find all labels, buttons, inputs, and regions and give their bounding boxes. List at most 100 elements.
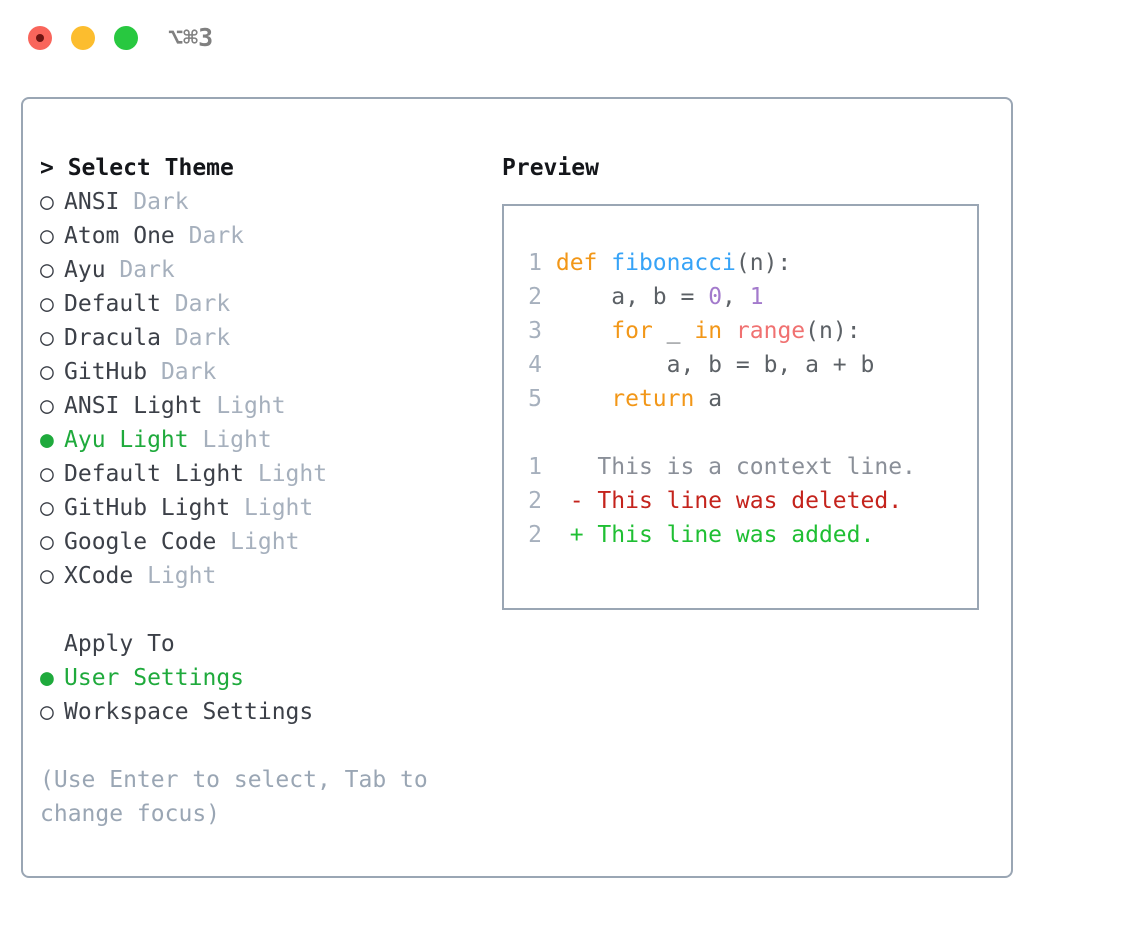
apply-to-header: Apply To [64,631,175,657]
line-number: 3 [528,318,542,344]
theme-list-item[interactable]: ○ANSI Dark [40,185,470,219]
theme-list-item[interactable]: ○ Dracula Dark [40,321,470,355]
radio-unselected-icon: ○ [40,359,54,385]
theme-variant-badge: Dark [147,359,217,385]
radio-unselected-icon: ○ [40,189,54,215]
radio-unselected-icon: ○ [40,393,54,419]
radio-selected-icon: ● [40,427,54,453]
theme-name: Default Light [64,461,245,487]
code-token: def [555,250,612,276]
theme-variant-badge: Light [244,461,328,487]
close-window-button[interactable] [28,26,52,50]
theme-variant-badge: Dark [160,291,231,317]
theme-settings-panel: > Select Theme ○ANSI Dark○Atom One Dark○… [21,97,1013,878]
diff-sign: - [569,488,584,514]
theme-name: XCode [64,563,134,589]
code-token [556,318,611,344]
code-token: _ [652,318,695,344]
preview-title: Preview [502,155,599,181]
code-line: 3 for _ in range(n): [518,314,968,348]
theme-list-item[interactable]: ○XCode Light [40,559,470,593]
code-token: in [694,318,723,344]
theme-variant-badge: Light [202,393,286,419]
theme-name: Google Code [64,529,217,555]
apply-to-block: Apply To ● User Settings ○ Workspace Settin… [40,627,470,729]
theme-variant-badge: Light [216,529,300,555]
line-number: 2 [528,284,542,310]
radio-unselected-icon: ○ [40,461,54,487]
apply-to-label: User Settings [64,665,245,691]
diff-line: 2 - This line was deleted. [518,484,968,518]
code-token: , [722,284,750,310]
theme-name: GitHub Light [64,495,231,521]
apply-to-item[interactable]: ● User Settings [40,661,470,695]
line-number: 1 [528,250,542,276]
diff-sign: + [569,522,584,548]
code-token: a, b = b, a + b [555,352,875,378]
line-number: 2 [528,488,542,514]
code-token: a, b = [555,284,709,310]
diff-sign [570,454,584,480]
minimize-window-button[interactable] [71,26,95,50]
code-token [722,318,736,344]
theme-list-item[interactable]: ○Default Dark [40,287,470,321]
line-number: 4 [528,352,542,378]
code-token: (n): [735,250,792,276]
line-number: 5 [528,386,542,412]
code-line: 5 return a [518,382,968,416]
theme-variant-badge: Dark [160,325,231,351]
theme-name: Ayu [64,257,106,283]
theme-name: ANSI Light [64,393,203,419]
theme-list-item[interactable]: ○ GitHub Light Light [40,491,470,525]
line-number: 2 [528,522,542,548]
theme-name: Dracula [64,325,161,351]
theme-list-item[interactable]: ○ Ayu Dark [40,253,470,287]
preview-spacer [518,416,968,450]
diff-line: 1 This is a context line. [518,450,968,484]
code-token [556,386,611,412]
line-number: 1 [528,454,542,480]
radio-unselected-icon: ○ [40,325,54,351]
code-line: 2 a, b = 0, 1 [518,280,968,314]
radio-unselected-icon: ○ [40,257,54,283]
theme-variant-badge: Dark [105,257,175,283]
apply-to-item[interactable]: ○ Workspace Settings [40,695,470,729]
diff-text: This line was deleted. [583,488,903,514]
theme-list-item[interactable]: ●Ayu Light Light [40,423,470,457]
theme-name: Atom One [64,223,175,249]
apply-to-list: ● User Settings ○ Workspace Settings [40,661,470,729]
theme-variant-badge: Light [230,495,314,521]
diff-text: This is a context line. [583,454,916,480]
code-token: (n): [805,318,861,344]
keyboard-shortcut-label: ⌥⌘3 [168,23,214,52]
theme-list-item[interactable]: ○ ANSI Light Light [40,389,470,423]
theme-list: ○ANSI Dark○Atom One Dark○Ayu Dark○Defaul… [40,185,470,593]
code-token: 0 [708,284,723,310]
apply-to-label: Workspace Settings [64,699,314,725]
code-token: return [611,386,695,412]
diff-line: 2 + This line was added. [518,518,968,552]
theme-list-item[interactable]: ○ Default Light Light [40,457,470,491]
code-token: a [694,386,723,412]
radio-unselected-icon: ○ [40,529,54,555]
theme-variant-badge: Dark [174,223,245,249]
radio-selected-icon: ● [40,665,54,691]
theme-list-item[interactable]: ○Atom One Dark [40,219,470,253]
theme-name: Default [64,291,161,317]
theme-list-item[interactable]: ○ GitHub Dark [40,355,470,389]
theme-list-item[interactable]: ○ Google Code Light [40,525,470,559]
radio-unselected-icon: ○ [40,699,54,725]
theme-name: ANSI [64,189,120,215]
diff-text: This line was added. [583,522,875,548]
code-line: 1 def fibonacci(n): [518,246,968,280]
radio-unselected-icon: ○ [40,495,54,521]
window-controls [28,26,138,50]
maximize-window-button[interactable] [114,26,138,50]
radio-unselected-icon: ○ [40,563,54,589]
theme-name: GitHub [64,359,148,385]
preview-column: Preview 1 def fibonacci(n):2 a, b = 0, 1… [502,151,992,610]
code-token: 1 [749,284,764,310]
